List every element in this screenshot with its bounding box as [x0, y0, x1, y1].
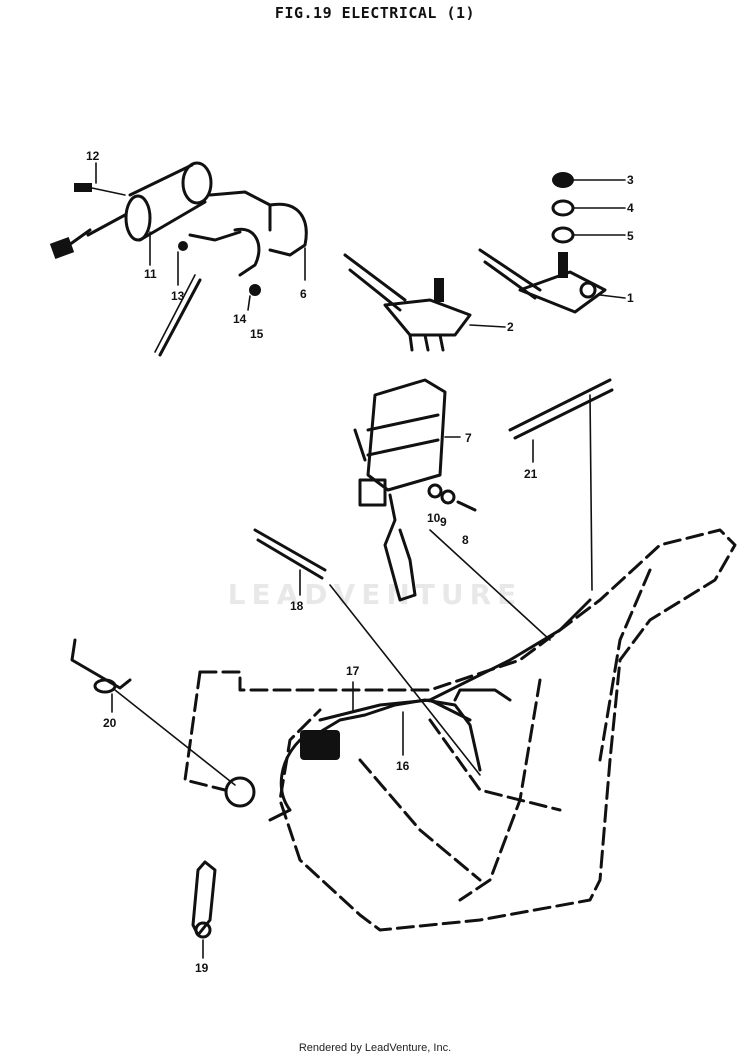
callout-19: 19 [195, 961, 209, 975]
frame-outline [183, 528, 737, 932]
callout-21: 21 [524, 467, 538, 481]
watermark: LEADVENTURE [227, 578, 523, 611]
callout-17: 17 [346, 664, 360, 678]
callout-12: 12 [86, 149, 100, 163]
cable-strap-18[interactable] [253, 528, 327, 596]
ignition-coil-assembly[interactable] [49, 161, 308, 357]
clamp-19[interactable] [191, 860, 217, 959]
cable-strap-21[interactable] [508, 378, 614, 463]
wiring-harness[interactable] [300, 681, 512, 772]
leader-21 [589, 394, 593, 591]
regulator-assembly[interactable] [353, 378, 477, 602]
callout-7: 7 [465, 431, 472, 445]
callout-3: 3 [627, 173, 634, 187]
callout-18: 18 [290, 599, 304, 613]
footer-credit: Rendered by LeadVenture, Inc. [298, 1042, 452, 1054]
callout-16: 16 [396, 759, 410, 773]
bracket-20[interactable] [70, 638, 132, 713]
callout-2: 2 [507, 320, 514, 334]
callout-15: 15 [250, 327, 264, 341]
relay-assembly[interactable] [343, 172, 626, 352]
callout-11: 11 [144, 267, 157, 281]
leader-20 [114, 689, 236, 786]
callout-13: 13 [171, 289, 185, 303]
callout-9: 9 [440, 515, 447, 529]
callout-14: 14 [233, 312, 247, 326]
callout-5: 5 [627, 229, 634, 243]
leader-18 [329, 584, 481, 776]
callout-8: 8 [462, 533, 469, 547]
callout-10: 10 [427, 511, 441, 525]
callout-1: 1 [627, 291, 634, 305]
figure-title: FIG.19 ELECTRICAL (1) [274, 4, 476, 22]
callout-6: 6 [300, 287, 307, 301]
callout-20: 20 [103, 716, 117, 730]
leader-regulator [429, 529, 551, 641]
callout-4: 4 [627, 201, 634, 215]
